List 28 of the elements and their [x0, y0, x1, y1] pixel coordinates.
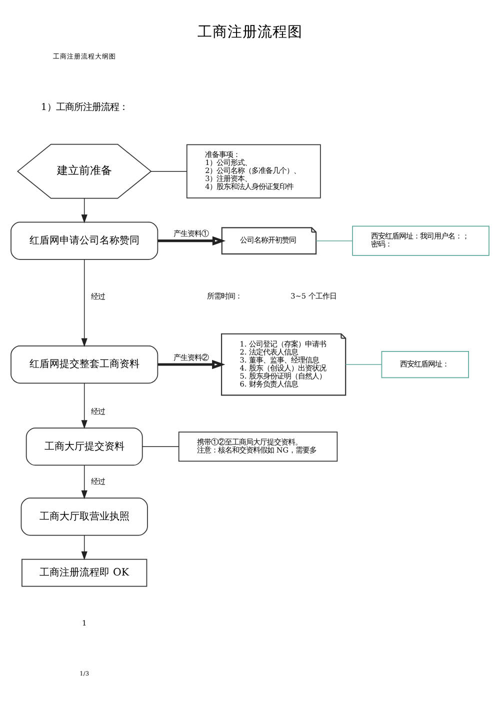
edge-label: 经过: [90, 291, 105, 300]
node-box: 西安红盾网址：: [381, 350, 469, 378]
node-box: 红盾网申请公司名称赞同: [10, 221, 158, 260]
arrow: [158, 236, 226, 245]
diagram-title: 工商注册流程图: [198, 23, 302, 40]
connector: [316, 240, 353, 241]
arrow: [81, 534, 88, 560]
arrow: [158, 359, 226, 369]
node-box: 工商注册流程即 OK: [22, 558, 148, 586]
node-box: 工商大厅提交资料: [26, 427, 143, 466]
arrow: [81, 258, 88, 346]
edge-label: 产生资料①: [174, 228, 209, 238]
label: 3~5 个工作日: [290, 290, 336, 300]
connector: [150, 170, 188, 172]
label: 1）工商所注册流程：: [40, 101, 128, 112]
edge-label: 经过: [90, 406, 105, 416]
node-box: 准备事项： 1）公司形式、 2）公司名称（多准备几个）、 3）注册资本、 4）股东和法人身份证复印件: [186, 144, 321, 198]
label: 所需时间：: [206, 290, 242, 300]
node-box: 携带①②至工商局大厅提交资料。 注意：核名和交资料假如 NG，需要多: [178, 431, 338, 462]
label: 1: [82, 618, 87, 627]
arrow: [81, 382, 88, 428]
node-box: 西安红盾网址：我司用户名：； 密码：: [352, 225, 490, 256]
edge-label: 经过: [90, 476, 105, 486]
node-box: 工商大厅取营业执照: [20, 497, 148, 536]
arrow: [81, 464, 88, 499]
arrow: [81, 197, 88, 223]
edge-label: 产生资料②: [174, 352, 209, 362]
node-box: 红盾网提交整套工商资料: [10, 344, 158, 384]
